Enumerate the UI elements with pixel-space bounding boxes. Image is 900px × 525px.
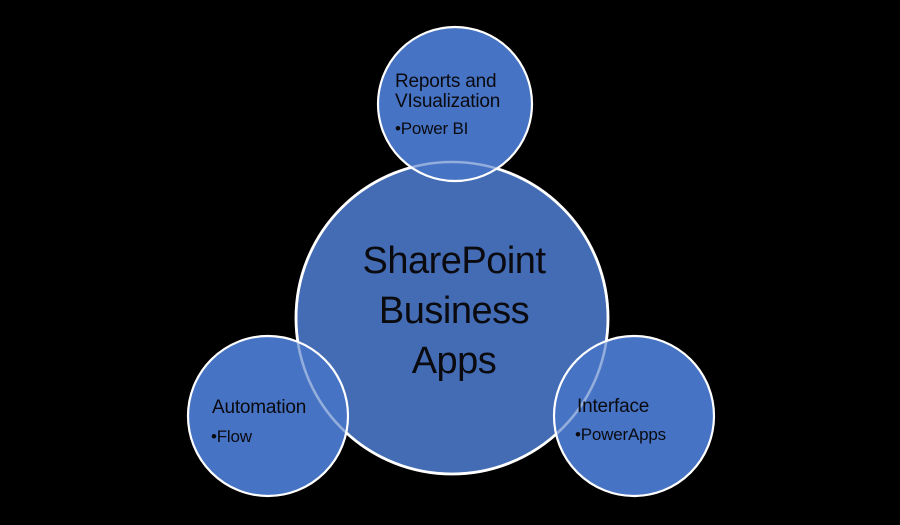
top-node-label: Reports and VIsualization •Power BI [395,71,500,138]
right-node-label: Interface •PowerApps [575,396,666,444]
top-node-bullet-item: •Power BI [395,119,468,138]
left-node-title: Automation [212,397,306,418]
central-title-line2: Business [379,290,529,332]
left-node-bullet-item: •Flow [211,427,253,446]
central-title-line1: SharePoint [362,240,546,282]
central-title-line3: Apps [412,340,497,382]
central-circle-overlap-ring [294,160,610,476]
right-node-title: Interface [577,396,649,417]
right-node-bullet-item: •PowerApps [575,425,666,444]
right-node-circle [552,334,716,498]
left-node-label: Automation •Flow [211,397,306,446]
central-label: SharePoint Business Apps [362,240,546,382]
top-node-title-line2: VIsualization [395,91,500,112]
top-node-title-line1: Reports and [395,71,496,92]
top-node-circle [376,25,534,183]
left-node-circle [186,334,350,498]
